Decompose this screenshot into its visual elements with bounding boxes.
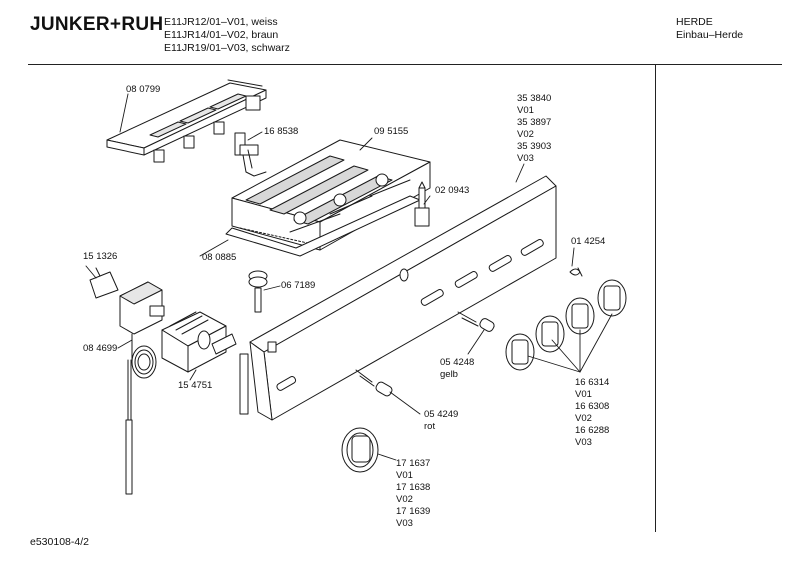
part-label-067189: 06 7189: [281, 280, 316, 291]
leader-lines: [85, 93, 613, 461]
part-rail-080799: [106, 79, 267, 163]
part-knob-171637: [341, 427, 379, 473]
part-thermostat-084699: [119, 281, 165, 495]
part-switch-block-095155: [231, 139, 431, 251]
side-column-divider: [655, 64, 656, 532]
part-control-panel-353840: [239, 175, 557, 421]
model-line: E11JR19/01–V03, schwarz: [164, 42, 290, 54]
part-label-151326: 15 1326: [83, 251, 118, 262]
category-block: HERDE Einbau–Herde: [676, 16, 743, 42]
part-knobs-166314: [505, 279, 627, 371]
part-spring-014254: [569, 267, 583, 277]
part-label-080799: 08 0799: [126, 84, 161, 95]
category-title: HERDE: [676, 16, 713, 28]
part-label-084699: 08 4699: [83, 343, 118, 354]
part-label-168538: 16 8538: [264, 126, 299, 137]
part-bracket-151326: [89, 267, 119, 299]
part-lamp-054249: [355, 369, 393, 397]
part-label-171637: 17 1637 V01 17 1638 V02 17 1639 V03: [396, 458, 431, 529]
header-divider: [28, 64, 782, 65]
part-clip-168538: [234, 132, 267, 177]
part-label-095155: 09 5155: [374, 126, 409, 137]
part-label-014254: 01 4254: [571, 236, 606, 247]
model-list: E11JR12/01–V01, weiss E11JR14/01–V02, br…: [164, 16, 290, 55]
part-label-080885: 08 0885: [202, 252, 237, 263]
part-label-054249: 05 4249 rot: [424, 409, 459, 432]
panel-slot: [276, 238, 544, 391]
part-label-166314: 16 6314 V01 16 6308 V02 16 6288 V03: [575, 377, 610, 448]
part-label-154751: 15 4751: [178, 380, 213, 391]
part-label-020943: 02 0943: [435, 185, 470, 196]
part-lamp-054248: [457, 311, 495, 332]
category-subtitle: Einbau–Herde: [676, 29, 744, 41]
part-label-353840: 35 3840 V01 35 3897 V02 35 3903 V03: [517, 93, 552, 164]
brand-logo: JUNKER+RUH: [30, 14, 164, 35]
model-line: E11JR12/01–V01, weiss: [164, 16, 278, 28]
part-lamp-020943: [414, 181, 430, 227]
document-id: e530108-4/2: [30, 536, 89, 548]
model-line: E11JR14/01–V02, braun: [164, 29, 279, 41]
part-gasket-080885: [225, 195, 421, 257]
part-screw-067189: [248, 270, 268, 313]
part-label-054248: 05 4248 gelb: [440, 357, 475, 380]
part-switch-154751: [161, 311, 237, 373]
